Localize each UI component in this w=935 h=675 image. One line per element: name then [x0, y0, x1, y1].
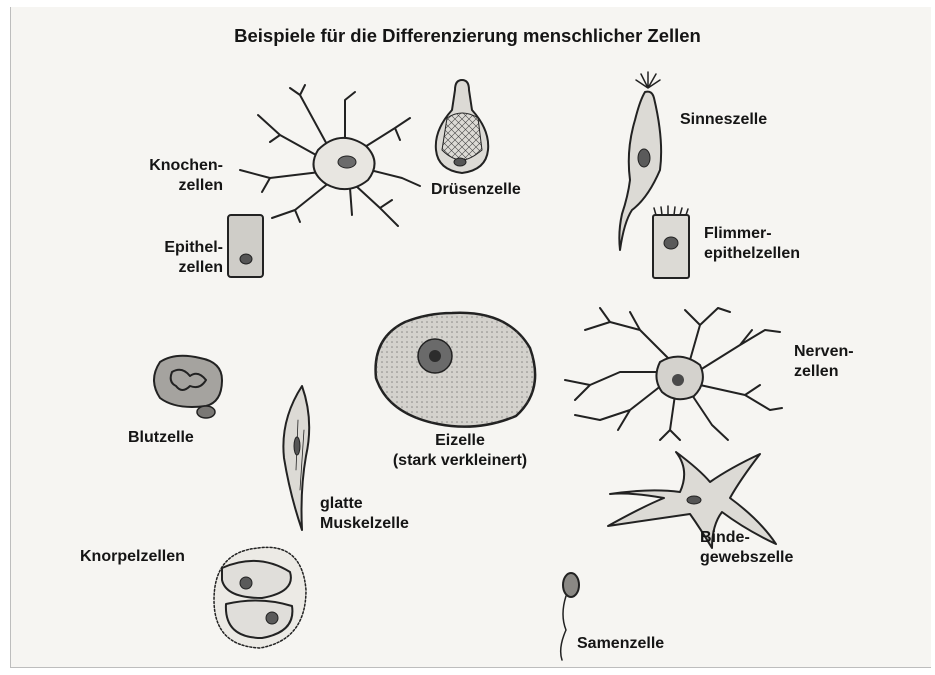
label-muskelzelle: glatte Muskelzelle	[320, 494, 409, 534]
blutzelle-drawing	[154, 356, 222, 418]
label-nervenzellen-line2: zellen	[794, 362, 854, 382]
label-binde-line2: gewebszelle	[700, 548, 793, 568]
label-bindegewebszelle: Binde- gewebszelle	[700, 528, 793, 568]
label-epithelzellen: Epithel- zellen	[110, 238, 223, 278]
nervenzelle-drawing	[565, 308, 782, 440]
label-epithelzellen-line2: zellen	[110, 258, 223, 278]
label-samenzelle: Samenzelle	[577, 634, 664, 654]
label-knochenzellen: Knochen- zellen	[100, 156, 223, 196]
label-eizelle: Eizelle (stark verkleinert)	[360, 431, 560, 471]
label-knochenzellen-line2: zellen	[100, 176, 223, 196]
label-flimmerepithelzellen: Flimmer- epithelzellen	[704, 224, 800, 264]
label-binde-line1: Binde-	[700, 528, 793, 548]
eizelle-drawing	[376, 313, 536, 427]
label-flimmer-line2: epithelzellen	[704, 244, 800, 264]
label-flimmer-line1: Flimmer-	[704, 224, 800, 244]
label-muskelzelle-line1: glatte	[320, 494, 409, 514]
muskelzelle-drawing	[283, 386, 309, 530]
label-muskelzelle-line2: Muskelzelle	[320, 514, 409, 534]
label-eizelle-line1: Eizelle	[360, 431, 560, 451]
druesenzelle-drawing	[436, 80, 488, 173]
label-nervenzellen-line1: Nerven-	[794, 342, 854, 362]
label-sinneszelle: Sinneszelle	[680, 110, 767, 130]
label-blutzelle: Blutzelle	[128, 428, 194, 448]
label-eizelle-line2: (stark verkleinert)	[360, 451, 560, 471]
knorpelzellen-drawing	[214, 547, 306, 648]
knochenzelle-drawing	[240, 85, 420, 226]
label-knochenzellen-line1: Knochen-	[100, 156, 223, 176]
label-knorpelzellen: Knorpelzellen	[80, 547, 185, 567]
epithelzelle-drawing	[228, 215, 263, 277]
label-nervenzellen: Nerven- zellen	[794, 342, 854, 382]
label-druesenzelle: Drüsenzelle	[431, 180, 521, 200]
flimmerepithelzelle-drawing	[653, 206, 689, 278]
label-epithelzellen-line1: Epithel-	[110, 238, 223, 258]
